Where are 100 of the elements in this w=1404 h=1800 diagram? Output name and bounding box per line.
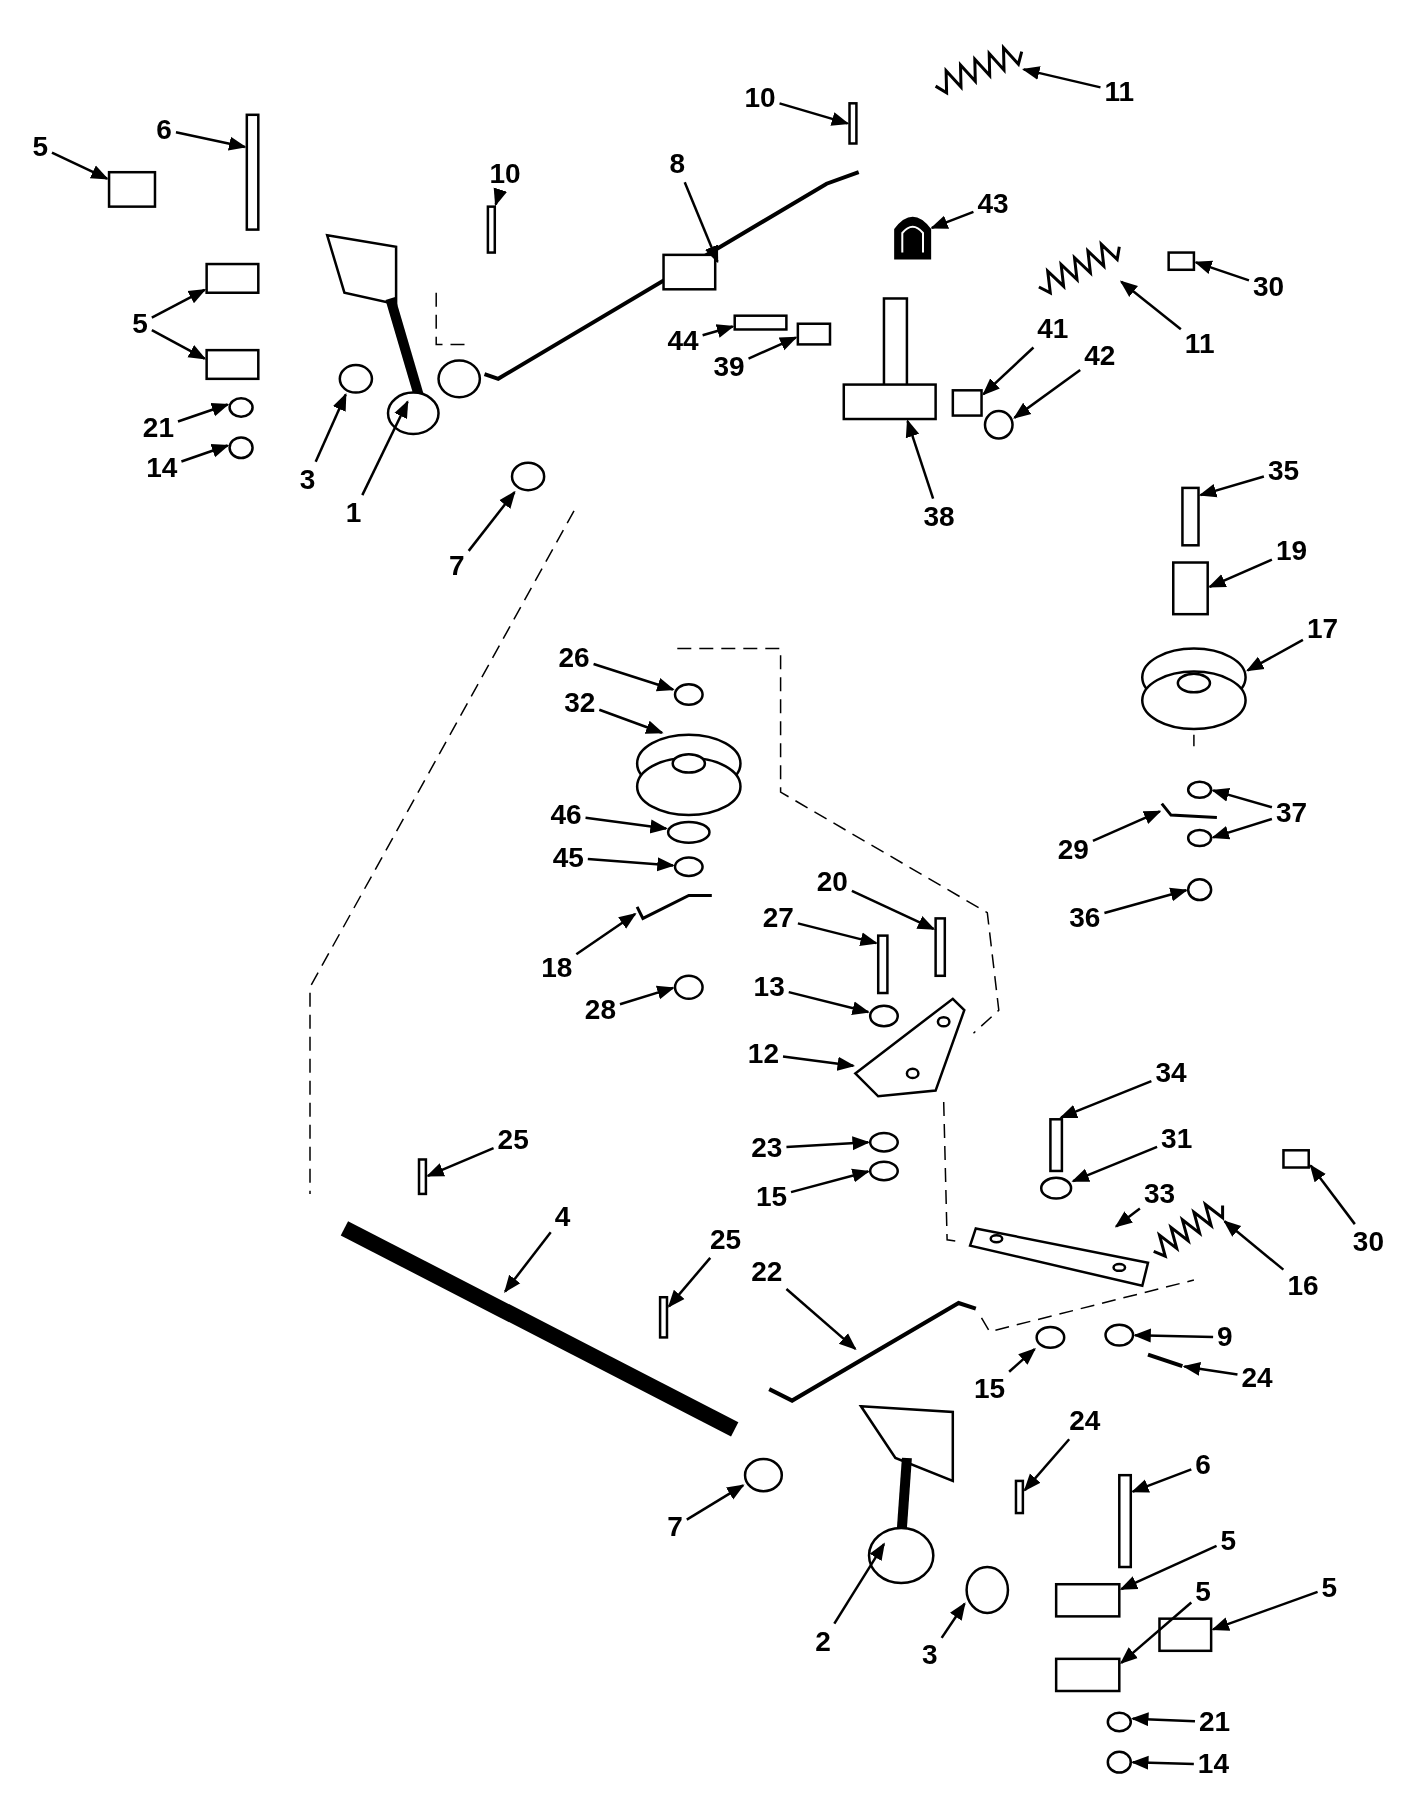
callout-number: 24 [1241, 1363, 1273, 1392]
nut-drawing [1106, 1750, 1133, 1774]
cotter-pin-drawing [1014, 1479, 1025, 1515]
callout-number: 21 [142, 414, 174, 443]
callout-number: 42 [1084, 341, 1116, 370]
spring-drawing [934, 43, 1024, 96]
callout-number: 22 [751, 1257, 783, 1286]
cap-drawing [894, 216, 932, 260]
callout-number: 5 [1321, 1573, 1338, 1602]
cotter-pin-drawing [417, 1158, 428, 1196]
bolt-drawing [245, 113, 260, 231]
callout-number: 34 [1155, 1059, 1187, 1088]
leader-line [748, 336, 798, 360]
leader-line [151, 329, 207, 360]
leader-line [1013, 369, 1081, 419]
callout-number: 5 [1220, 1526, 1237, 1555]
leader-line [790, 1168, 870, 1194]
wire-clip-drawing [635, 893, 712, 921]
callout-number: 37 [1275, 798, 1308, 827]
callout-number: 6 [1195, 1450, 1211, 1479]
callout-number: 9 [1217, 1323, 1233, 1352]
nut-drawing [673, 682, 704, 707]
leader-line [788, 990, 870, 1015]
leader-line [467, 490, 516, 552]
callout-number: 43 [977, 190, 1009, 219]
callout-number: 7 [667, 1512, 683, 1541]
leader-line [1104, 887, 1188, 915]
leader-line [1211, 817, 1273, 840]
callout-number: 14 [1197, 1750, 1229, 1779]
callout-number: 30 [1352, 1228, 1384, 1257]
leader-line [667, 1257, 712, 1308]
bushing-drawing [868, 1004, 899, 1028]
cotter-pin-drawing [1147, 1352, 1184, 1368]
nut-drawing [868, 1160, 899, 1182]
leader-line [314, 393, 347, 463]
washer-drawing [228, 397, 254, 418]
washer-drawing [1106, 1711, 1133, 1733]
callout-number: 39 [713, 353, 745, 382]
callout-number: 35 [1267, 456, 1300, 485]
callout-number: 25 [709, 1225, 742, 1254]
leader-line [1211, 1590, 1318, 1631]
callout-number: 7 [449, 551, 465, 580]
cotter-pin-drawing [848, 102, 858, 145]
leader-line [1092, 810, 1162, 842]
callout-number: 5 [132, 309, 148, 338]
leader-line [1223, 1220, 1285, 1271]
pulley-drawing [635, 733, 742, 817]
leader-line [1119, 1544, 1218, 1591]
callout-number: 15 [755, 1183, 788, 1212]
leader-line [587, 857, 675, 872]
callout-number: 31 [1161, 1124, 1193, 1153]
leader-line [779, 102, 850, 126]
callout-number: 29 [1057, 835, 1089, 864]
nut-drawing [1186, 878, 1213, 902]
callout-number: 23 [751, 1134, 783, 1162]
bracket-drawing [1054, 1583, 1121, 1618]
callout-number: 18 [541, 953, 573, 982]
clip-drawing [1282, 1149, 1310, 1169]
callout-number: 11 [1104, 77, 1135, 106]
callout-number: 14 [146, 454, 178, 483]
leader-line [851, 889, 936, 931]
spacer-drawing [951, 389, 983, 417]
callout-number: 26 [558, 643, 590, 672]
leader-line [177, 402, 230, 423]
bar-drawing [968, 1226, 1150, 1288]
leader-line [833, 1542, 885, 1625]
callout-number: 20 [816, 867, 848, 896]
callout-number: 11 [1184, 330, 1215, 359]
leader-line [1059, 1080, 1152, 1119]
nut-drawing [1035, 1325, 1066, 1349]
leader-line [1182, 1361, 1238, 1376]
leader-line [175, 131, 247, 151]
callout-number: 2 [815, 1627, 831, 1656]
leader-line [575, 913, 637, 956]
leader-line [1246, 638, 1304, 672]
leader-line [905, 419, 935, 499]
leader-line [504, 1231, 552, 1293]
leader-line [683, 181, 719, 264]
bolt-drawing [934, 917, 947, 978]
leader-line [181, 444, 230, 463]
bracket-drawing [1054, 1657, 1121, 1693]
leader-line [797, 922, 878, 947]
wire-clip-drawing [1160, 802, 1217, 819]
bracket-drawing [205, 262, 260, 294]
leader-line [619, 985, 675, 1006]
callout-number: 30 [1252, 273, 1285, 301]
callout-number: 17 [1306, 615, 1339, 644]
leader-line [598, 708, 664, 734]
callout-number: 16 [1287, 1271, 1319, 1300]
leader-line [1023, 1438, 1071, 1492]
nut-drawing [983, 409, 1014, 440]
callout-number: 33 [1143, 1179, 1176, 1208]
callout-number: 8 [669, 150, 686, 179]
callout-number: 32 [564, 688, 596, 717]
callout-number: 5 [1195, 1578, 1211, 1607]
bracket-drawing [107, 170, 157, 208]
callout-number: 27 [762, 904, 794, 933]
leader-line [426, 1147, 495, 1177]
callout-number: 19 [1275, 537, 1308, 566]
leader-line [361, 400, 409, 496]
